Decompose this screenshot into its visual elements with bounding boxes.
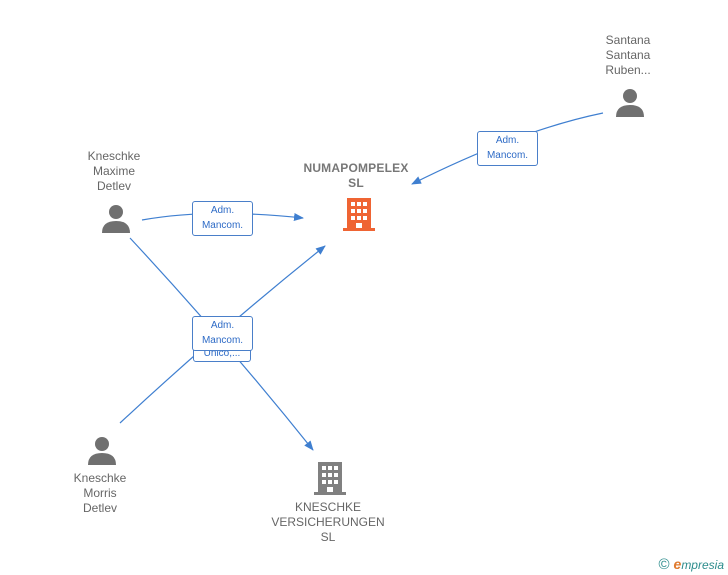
- role-line1: Unico,...: [203, 348, 241, 359]
- copyright-symbol: ©: [658, 556, 670, 573]
- role-line2: Mancom.: [201, 335, 244, 346]
- company-name-line2: VERSICHERUNGEN: [271, 515, 385, 529]
- company-name-line1: NUMAPOMPELEX: [303, 161, 409, 175]
- company-label-numapompelex: NUMAPOMPELEX SL: [296, 161, 416, 191]
- brand-logo-initial: e: [673, 556, 682, 572]
- person-name-line2: Morris: [83, 486, 117, 500]
- person-name-line2: Santana: [605, 48, 651, 62]
- company-name-line2: SL: [348, 176, 364, 190]
- role-line2: Mancom.: [201, 220, 244, 231]
- company-label-versicherungen: KNESCHKE VERSICHERUNGEN SL: [268, 500, 388, 545]
- person-label-maxime: Kneschke Maxime Detlev: [54, 149, 174, 194]
- building-icon: [314, 462, 346, 495]
- person-name-line3: Detlev: [96, 179, 131, 193]
- role-line1: Adm.: [210, 205, 235, 216]
- person-name-line3: Ruben...: [605, 63, 651, 77]
- brand-logo-text: mpresia: [681, 558, 724, 572]
- company-name-line1: KNESCHKE: [294, 500, 362, 514]
- company-name-line3: SL: [320, 530, 336, 544]
- empresia-watermark[interactable]: ©empresia: [658, 556, 724, 573]
- edge-label-center-front[interactable]: Adm. Mancom.: [192, 316, 253, 351]
- person-label-santana: Santana Santana Ruben...: [568, 33, 688, 78]
- edge-label-santana-numapompelex[interactable]: Adm. Mancom.: [477, 131, 538, 166]
- person-node-santana[interactable]: [615, 87, 645, 117]
- company-node-versicherungen[interactable]: [313, 460, 347, 496]
- person-icon: [88, 437, 116, 465]
- person-icon: [616, 89, 644, 117]
- person-name-line1: Kneschke: [73, 471, 127, 485]
- company-node-numapompelex[interactable]: [342, 196, 376, 232]
- edge-label-maxime-numapompelex[interactable]: Adm. Mancom.: [192, 201, 253, 236]
- role-line1: Adm.: [210, 320, 235, 331]
- person-icon: [102, 205, 130, 233]
- person-name-line1: Kneschke: [87, 149, 141, 163]
- person-name-line1: Santana: [605, 33, 651, 47]
- person-node-morris[interactable]: [87, 435, 117, 465]
- role-line1: Adm.: [495, 135, 520, 146]
- person-name-line3: Detlev: [82, 501, 117, 515]
- person-node-maxime[interactable]: [101, 203, 131, 233]
- building-icon: [343, 198, 375, 231]
- person-label-morris: Kneschke Morris Detlev: [40, 471, 160, 516]
- role-line2: Mancom.: [486, 150, 529, 161]
- person-name-line2: Maxime: [92, 164, 135, 178]
